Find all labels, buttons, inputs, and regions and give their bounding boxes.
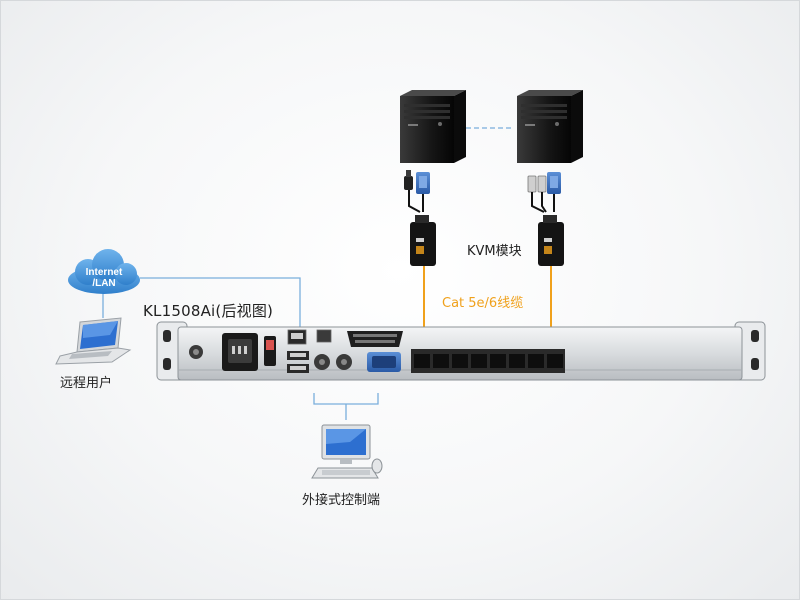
network-label-line2: /LAN: [92, 278, 116, 289]
kvm-module-icon: [404, 170, 436, 266]
network-lines: [102, 127, 512, 327]
kvm-switch-rear-panel: [156, 321, 766, 381]
kvm-module-icon: [527, 172, 564, 266]
network-label-line1: Internet: [85, 267, 123, 278]
server-tower-icon: [517, 90, 583, 163]
server-tower-icon: [400, 90, 466, 163]
console-label: 外接式控制端: [302, 493, 381, 508]
model-label: KL1508Ai(后视图): [143, 302, 274, 320]
rj45-port-group: [411, 349, 565, 373]
network-label: Internet /LAN: [84, 267, 124, 289]
kvm-module-label: KVM模块: [467, 244, 522, 259]
cloud-icon: [68, 249, 140, 294]
remote-user-label: 远程用户: [60, 376, 113, 391]
cable-label: Cat 5e/6线缆: [442, 296, 524, 311]
laptop-icon: [55, 317, 132, 365]
network-line-to-kvm: [140, 277, 301, 327]
console-bracket-lines: [313, 393, 379, 420]
desktop-computer-icon: [311, 424, 383, 479]
